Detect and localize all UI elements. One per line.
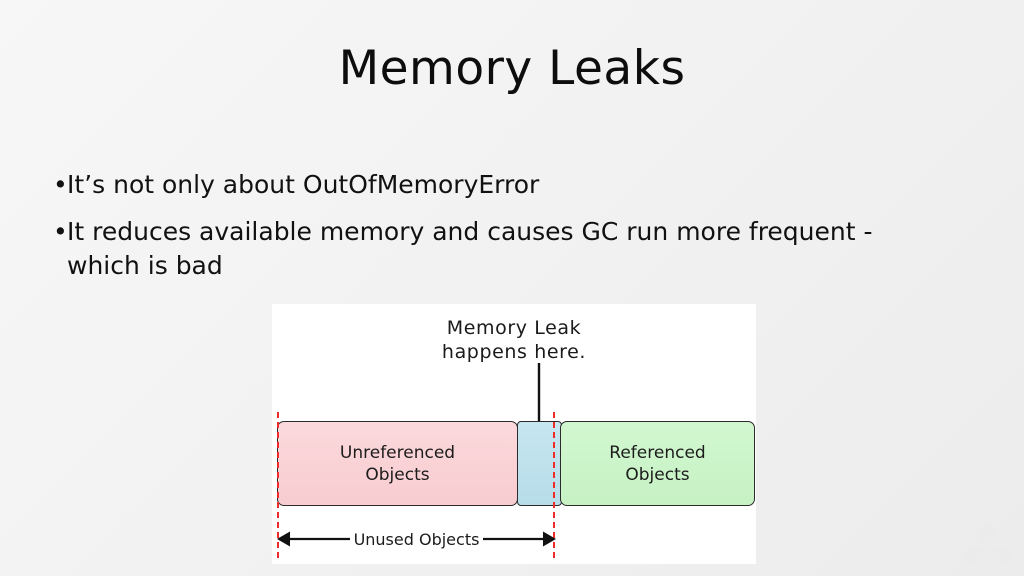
segment-referenced-label-2: Objects <box>625 464 690 485</box>
marker-line-left <box>277 412 279 558</box>
bullet-text-1: It’s not only about OutOfMemoryError <box>67 170 540 199</box>
segment-referenced-objects: Referenced Objects <box>560 421 755 506</box>
memory-segments: Unreferenced Objects Referenced Objects <box>277 421 755 506</box>
unused-objects-label: Unused Objects <box>277 526 556 552</box>
pinwheel-logo-icon <box>964 522 1012 565</box>
memory-leak-diagram: Memory Leak happens here. Unreferenced O… <box>272 304 756 564</box>
page-title: Memory Leaks <box>338 41 686 96</box>
segment-referenced-label-1: Referenced <box>609 442 706 463</box>
caption-line-2: happens here. <box>441 341 587 363</box>
segment-unreferenced-label-1: Unreferenced <box>339 442 456 463</box>
diagram-caption: Memory Leak happens here. <box>272 316 756 364</box>
segment-leak-gap <box>517 421 562 506</box>
bullet-marker-icon: • <box>53 217 68 246</box>
unused-objects-measure: Unused Objects <box>277 526 556 552</box>
bullet-list: • It’s not only about OutOfMemoryError •… <box>53 168 953 296</box>
bullet-item-1: • It’s not only about OutOfMemoryError <box>53 168 953 202</box>
segment-unreferenced-label-2: Objects <box>365 464 430 485</box>
marker-line-right <box>553 412 555 558</box>
bullet-text-2: It reduces available memory and causes G… <box>67 217 873 280</box>
caption-line-1: Memory Leak <box>446 317 582 339</box>
bullet-item-2: • It reduces available memory and causes… <box>53 215 953 283</box>
segment-unreferenced-objects: Unreferenced Objects <box>277 421 518 506</box>
bullet-marker-icon: • <box>53 170 68 199</box>
